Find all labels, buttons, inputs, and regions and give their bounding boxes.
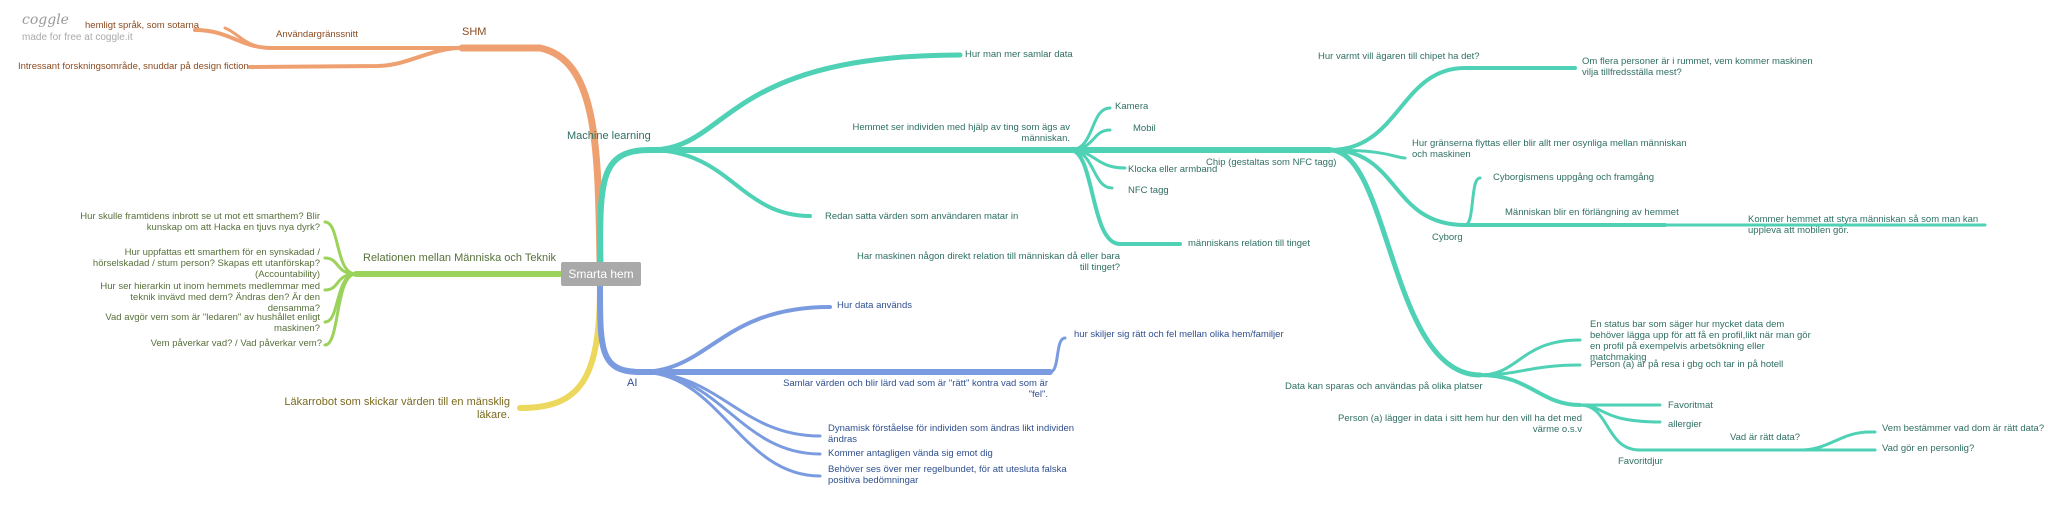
node-turn-against[interactable]: Kommer antagligen vända sig emot dig <box>828 448 993 459</box>
node-status-bar[interactable]: En status bar som säger hur mycket data … <box>1590 319 1811 363</box>
node-camera[interactable]: Kamera <box>1115 101 1149 112</box>
node-collect-data[interactable]: Hur man mer samlar data <box>965 49 1073 60</box>
node-already-set[interactable]: Redan satta värden som användaren matar … <box>825 211 1019 222</box>
node-borders[interactable]: Hur gränserna flyttas eller blir allt me… <box>1412 138 1687 160</box>
node-cyborg[interactable]: Cyborg <box>1432 232 1463 243</box>
node-data-places[interactable]: Data kan sparas och användas på olika pl… <box>1285 381 1483 392</box>
node-allergies[interactable]: allergier <box>1668 419 1702 430</box>
node-many-people[interactable]: Om flera personer är i rummet, vem komme… <box>1582 56 1813 78</box>
node-personal[interactable]: Vad gör en personlig? <box>1882 443 1975 454</box>
node-right-data[interactable]: Vad är rätt data? <box>1730 432 1801 443</box>
node-relation-q5[interactable]: Vem påverkar vad? / Vad påverkar vem? <box>150 338 322 349</box>
node-fav-food[interactable]: Favoritmat <box>1668 400 1713 411</box>
node-doctor-robot[interactable]: Läkarrobot som skickar värden till en mä… <box>284 396 510 421</box>
node-how-warm[interactable]: Hur varmt vill ägaren till chipet ha det… <box>1318 51 1480 62</box>
node-travel[interactable]: Person (a) är på resa i gbg och tar in p… <box>1590 359 1784 370</box>
node-differ[interactable]: hur skiljer sig rätt och fel mellan olik… <box>1074 329 1284 340</box>
node-learns[interactable]: Samlar värden och blir lärd vad som är "… <box>783 378 1048 400</box>
node-research-area[interactable]: Intressant forskningsområde, snuddar på … <box>18 61 249 72</box>
node-person-data[interactable]: Person (a) lägger in data i sitt hem hur… <box>1338 413 1582 435</box>
node-extension[interactable]: Människan blir en förlängning av hemmet <box>1505 207 1679 218</box>
node-nfc[interactable]: NFC tagg <box>1128 185 1169 196</box>
node-user-interface[interactable]: Användargränssnitt <box>276 29 358 40</box>
node-review[interactable]: Behöver ses över mer regelbundet, för at… <box>828 464 1067 486</box>
node-shm[interactable]: SHM <box>462 26 487 38</box>
node-relation[interactable]: Relationen mellan Människa och Teknik <box>363 252 557 264</box>
node-fav-animal[interactable]: Favoritdjur <box>1618 456 1663 467</box>
node-chip[interactable]: Chip (gestaltas som NFC tagg) <box>1206 157 1337 168</box>
node-home-sees[interactable]: Hemmet ser individen med hjälp av ting s… <box>852 122 1070 144</box>
node-who-decides[interactable]: Vem bestämmer vad dom är rätt data? <box>1882 423 2045 434</box>
node-data-used[interactable]: Hur data används <box>837 300 912 311</box>
root-node[interactable]: Smarta hem <box>561 262 641 286</box>
node-mobile[interactable]: Mobil <box>1133 123 1156 134</box>
node-relation-q1[interactable]: Hur skulle framtidens inbrott se ut mot … <box>80 211 320 233</box>
node-relation-q2[interactable]: Hur uppfattas ett smarthem för en synska… <box>92 247 320 280</box>
node-relation-q3[interactable]: Hur ser hierarkin ut inom hemmets medlem… <box>100 281 320 314</box>
node-machine-learning[interactable]: Machine learning <box>567 130 651 142</box>
coggle-logo[interactable]: coggle <box>22 12 69 28</box>
node-relation-q4[interactable]: Vad avgör vem som är "ledaren" av hushål… <box>105 312 320 334</box>
node-ai[interactable]: AI <box>627 377 638 389</box>
node-direct-relation[interactable]: Har maskinen någon direkt relation till … <box>857 251 1120 273</box>
node-secret-language[interactable]: hemligt språk, som sotarna <box>85 20 200 31</box>
node-mobile-feel[interactable]: Kommer hemmet att styra människan så som… <box>1748 214 1979 236</box>
node-relation-thing[interactable]: människans relation till tinget <box>1188 238 1310 249</box>
node-cyborgism[interactable]: Cyborgismens uppgång och framgång <box>1493 172 1655 183</box>
credit-text: made for free at coggle.it <box>22 32 133 43</box>
node-watch[interactable]: Klocka eller armband <box>1128 164 1218 175</box>
node-dynamic[interactable]: Dynamisk förståelse för individen som än… <box>828 423 1075 445</box>
